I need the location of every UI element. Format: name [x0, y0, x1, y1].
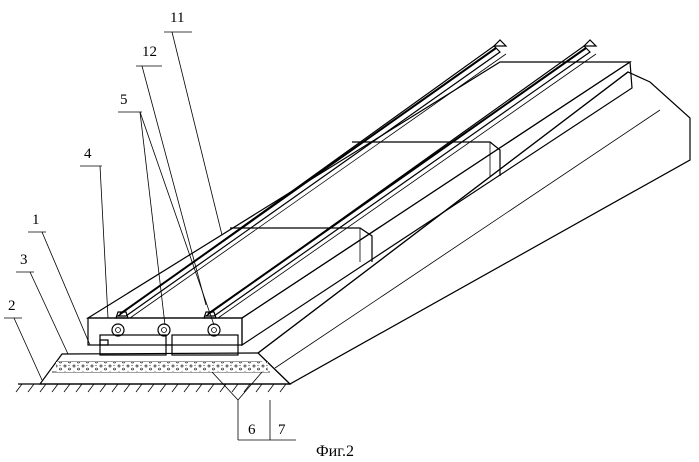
rails [115, 39, 598, 319]
support-blocks [99, 334, 239, 356]
ground-hatching [15, 383, 290, 393]
track-slab [85, 60, 633, 347]
label-12: 12 [142, 44, 157, 60]
label-2: 2 [8, 298, 16, 314]
label-4: 4 [84, 146, 92, 162]
ballast-prism [38, 71, 691, 385]
label-3: 3 [20, 252, 28, 268]
label-11: 11 [170, 10, 184, 26]
leader-lines [4, 31, 296, 441]
label-7: 7 [278, 422, 286, 438]
callout-labels: 11 12 5 4 1 3 2 6 7 [8, 10, 286, 438]
label-1: 1 [32, 212, 40, 228]
label-6: 6 [248, 422, 256, 438]
label-5: 5 [120, 92, 128, 108]
figure-caption: Фиг.2 [316, 443, 354, 460]
bolt-fasteners [111, 323, 221, 337]
